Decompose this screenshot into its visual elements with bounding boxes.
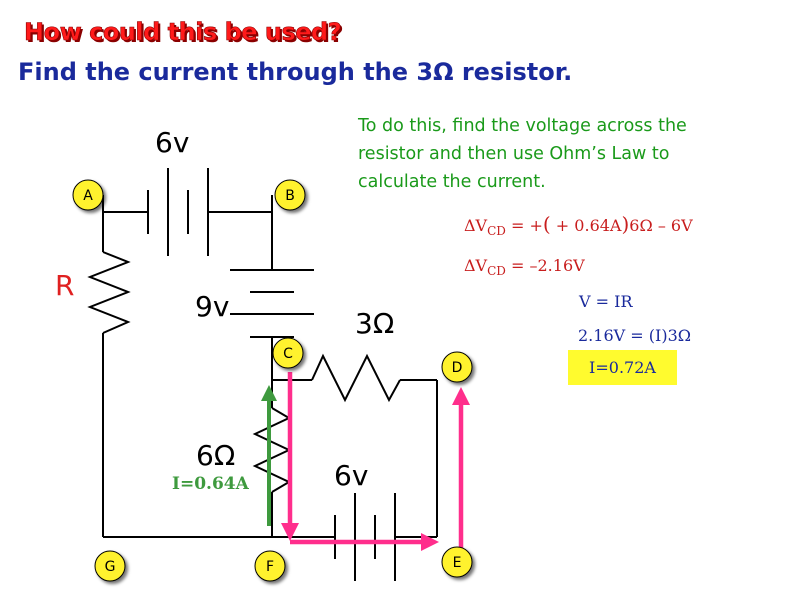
node-label-f: F <box>266 559 274 575</box>
eq2-delta-v: ΔV <box>464 256 488 275</box>
node-c: C <box>272 337 304 369</box>
node-d: D <box>441 351 473 383</box>
slide-subtitle: Find the current through the 3Ω resistor… <box>18 58 573 86</box>
node-f: F <box>254 550 286 582</box>
battery-bottom <box>334 493 396 581</box>
node-g: G <box>94 550 126 582</box>
eq1-paren-close: ) <box>621 212 630 236</box>
node-label-e: E <box>453 555 462 571</box>
node-label-b: B <box>285 188 295 204</box>
resistor-6-ohm <box>252 407 292 493</box>
node-e: E <box>441 546 473 578</box>
node-label-c: C <box>283 346 293 362</box>
current-label: I=0.64A <box>172 474 250 494</box>
loop-path-arrows <box>281 372 470 551</box>
eq1-subscript: CD <box>487 224 506 238</box>
battery-middle <box>230 269 314 338</box>
eq1-paren-open: ( <box>542 212 551 236</box>
eq1-resistance: 6Ω <box>629 216 653 235</box>
eq1-equals-plus: = + <box>505 216 543 235</box>
slide-title: How could this be used? <box>24 18 342 47</box>
resistor-3-ohm-label: 3Ω <box>355 307 394 340</box>
result-highlight: I=0.72A <box>568 350 677 385</box>
eq1-minus-voltage: – 6V <box>652 216 693 235</box>
resistor-r-label: R <box>55 269 74 302</box>
eq2-subscript: CD <box>487 264 506 278</box>
equation-delta-v-cd-1: ΔVCD = +( + 0.64A)6Ω – 6V <box>464 212 693 238</box>
battery-top-label: 6v <box>155 126 189 159</box>
substitution-equation: 2.16V = (I)3Ω <box>578 326 692 345</box>
instructions-text: To do this, find the voltage across the … <box>358 116 687 192</box>
eq1-delta-v: ΔV <box>464 216 488 235</box>
node-b: B <box>274 179 306 211</box>
resistor-3-ohm <box>311 353 401 403</box>
battery-bottom-label: 6v <box>334 459 368 492</box>
node-label-g: G <box>105 559 116 575</box>
eq1-current: + 0.64A <box>550 216 622 235</box>
equation-delta-v-cd-2: ΔVCD = –2.16V <box>464 256 585 278</box>
eq2-result: = –2.16V <box>505 256 585 275</box>
resistor-r <box>87 251 131 334</box>
node-label-d: D <box>452 360 463 376</box>
ohms-law-equation: V = IR <box>579 292 633 311</box>
node-label-a: A <box>83 188 93 204</box>
battery-middle-label: 9v <box>195 290 229 323</box>
node-a: A <box>72 179 104 211</box>
resistor-6-ohm-label: 6Ω <box>196 439 235 472</box>
battery-top <box>147 168 209 256</box>
